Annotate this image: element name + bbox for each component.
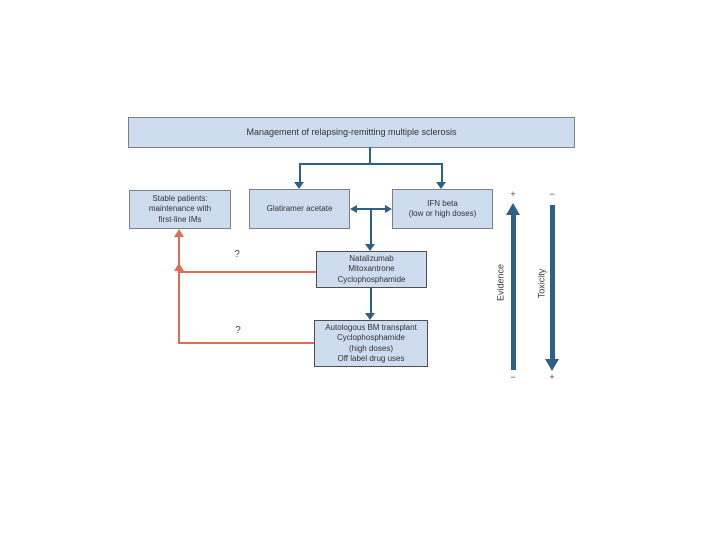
connector-to-ifn [441, 164, 443, 183]
evidence-bottom-sign: − [510, 372, 516, 382]
connector-branch-bar [299, 163, 443, 165]
toxicity-axis-arrow [545, 205, 559, 371]
arrowhead-up-stable-icon [174, 229, 184, 237]
question-mark-lower: ? [235, 325, 241, 336]
arrowhead-down-toxicity-icon [545, 359, 559, 371]
question-mark-upper: ? [234, 249, 240, 260]
second-line-drugs-text: Natalizumab Mitoxantrone Cyclophosphamid… [337, 253, 406, 284]
connector-return-from-second-line [178, 271, 316, 273]
toxicity-top-sign: − [549, 189, 555, 199]
evidence-axis-arrow [506, 203, 520, 370]
ifn-beta-text: IFN beta (low or high doses) [408, 198, 477, 218]
flowchart-title-text: Management of relapsing-remitting multip… [246, 126, 457, 137]
arrowhead-down-third-line-icon [365, 313, 375, 320]
arrowhead-down-glatiramer-icon [294, 182, 304, 189]
toxicity-axis-label: Toxicity [536, 268, 546, 299]
connector-title-stem [369, 147, 371, 164]
flowchart-box-second-line-drugs: Natalizumab Mitoxantrone Cyclophosphamid… [316, 251, 427, 288]
arrowhead-up-evidence-icon [506, 203, 520, 215]
toxicity-arrow-shaft [549, 205, 555, 359]
arrowhead-down-ifn-icon [436, 182, 446, 189]
flowchart-title-box: Management of relapsing-remitting multip… [128, 117, 575, 148]
glatiramer-text: Glatiramer acetate [266, 203, 333, 213]
connector-return-from-third-line [178, 342, 314, 344]
flowchart-box-ifn-beta: IFN beta (low or high doses) [392, 189, 493, 229]
connector-to-second-line [370, 208, 372, 245]
stable-patients-text: Stable patients: maintenance with first-… [148, 193, 212, 224]
connector-to-third-line [370, 288, 372, 314]
arrowhead-left-icon [350, 205, 357, 213]
connector-to-glatiramer [299, 164, 301, 183]
third-line-options-text: Autologous BM transplant Cyclophosphamid… [325, 322, 417, 363]
flowchart-box-stable-patients: Stable patients: maintenance with first-… [129, 190, 231, 229]
toxicity-bottom-sign: + [549, 372, 555, 382]
evidence-top-sign: + [510, 189, 516, 199]
arrowhead-up-junction-icon [174, 263, 184, 271]
evidence-axis-label: Evidence [495, 263, 505, 302]
flowchart-box-glatiramer-acetate: Glatiramer acetate [249, 189, 350, 229]
flowchart-box-third-line-options: Autologous BM transplant Cyclophosphamid… [314, 320, 428, 367]
evidence-arrow-shaft [510, 215, 516, 370]
arrowhead-right-icon [385, 205, 392, 213]
connector-return-vertical [178, 236, 180, 343]
arrowhead-down-second-line-icon [365, 244, 375, 251]
